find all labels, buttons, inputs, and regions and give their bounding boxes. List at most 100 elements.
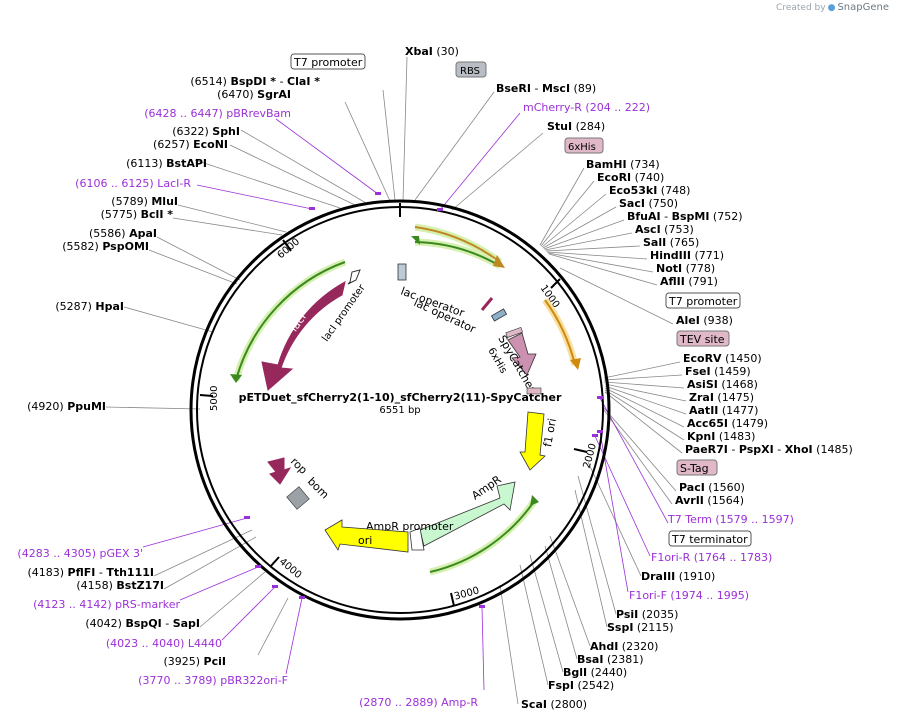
restriction-site-label: AflII (791) bbox=[660, 275, 718, 288]
lac-operator-box-1 bbox=[397, 263, 407, 281]
leader-line bbox=[179, 566, 259, 601]
ruler-ticks bbox=[199, 203, 588, 607]
primer-binding-mark bbox=[244, 516, 250, 519]
leader-line bbox=[547, 252, 654, 273]
lac-operator-box-2 bbox=[490, 308, 508, 322]
lac-operator-small-arrow bbox=[480, 297, 494, 311]
restriction-site-label: FspI (2542) bbox=[548, 679, 614, 692]
restriction-site-label: AvrII (1564) bbox=[675, 494, 744, 507]
leader-line bbox=[604, 389, 685, 441]
leader-line bbox=[229, 144, 356, 206]
restriction-site-label: EcoRV (1450) bbox=[683, 352, 762, 365]
bom-label: bom bbox=[305, 475, 331, 501]
leader-line bbox=[548, 253, 658, 286]
restriction-site-label: (5582) PspOMI bbox=[62, 240, 149, 253]
restriction-site-label: Eco53kI (748) bbox=[609, 184, 690, 197]
restriction-site-label: BamHI (734) bbox=[586, 158, 660, 171]
leader-line bbox=[544, 545, 578, 660]
restriction-site-label: AleI (938) bbox=[676, 314, 733, 327]
tick-4000: 4000 bbox=[277, 556, 304, 581]
laci-promoter-label: lacI promoter bbox=[320, 282, 368, 344]
leader-line bbox=[543, 219, 625, 250]
his6-small-box bbox=[505, 326, 523, 338]
restriction-site-label: BsaI (2381) bbox=[577, 653, 644, 666]
restriction-site-label: BseRI - MscI (89) bbox=[496, 82, 596, 95]
snapgene-credit: Created by ● SnapGene bbox=[776, 2, 889, 13]
f1-ori-arrow bbox=[519, 411, 546, 471]
leader-line bbox=[439, 112, 521, 211]
primer-label: (6428 .. 6447) pBRrevBam bbox=[144, 107, 291, 120]
leader-line bbox=[603, 374, 683, 381]
restriction-site-label: ZraI (1475) bbox=[689, 391, 754, 404]
leader-line bbox=[402, 56, 408, 202]
laci-arrow bbox=[261, 281, 346, 391]
t7-promoter-top-label: T7 promoter bbox=[293, 56, 363, 69]
restriction-site-label: KpnI (1483) bbox=[687, 430, 755, 443]
primer-label: F1ori-F (1974 .. 1995) bbox=[629, 589, 749, 602]
tick-5000: 5000 bbox=[209, 386, 220, 411]
leader-line bbox=[194, 159, 341, 209]
leader-line bbox=[539, 167, 585, 246]
leader-line bbox=[382, 89, 396, 201]
restriction-site-label: (6514) BspDI * - ClaI * bbox=[190, 75, 320, 88]
rbs-label: RBS bbox=[460, 66, 480, 77]
laci-promoter-arrow bbox=[347, 269, 361, 285]
leader-line bbox=[105, 406, 201, 410]
tick-2000: 2000 bbox=[582, 442, 599, 469]
leader-lines bbox=[105, 56, 687, 705]
primer-binding-mark bbox=[255, 565, 261, 568]
green-orf-arrowhead-top bbox=[411, 236, 420, 245]
leader-line bbox=[603, 407, 677, 492]
leader-line bbox=[519, 564, 549, 686]
primer-label: (4283 .. 4305) pGEX 3' bbox=[17, 547, 143, 560]
restriction-site-label: (4920) PpuMI bbox=[27, 400, 106, 413]
leader-line bbox=[604, 387, 685, 428]
leader-line bbox=[199, 571, 266, 628]
bom-box bbox=[286, 486, 310, 510]
leader-line bbox=[148, 249, 238, 285]
rop-label: rop bbox=[288, 455, 310, 477]
restriction-site-label: FseI (1459) bbox=[685, 365, 751, 378]
restriction-site-label: (6257) EcoNI bbox=[153, 138, 228, 151]
leader-line bbox=[285, 597, 303, 675]
restriction-site-label: AsiSI (1468) bbox=[687, 378, 758, 391]
primer-binding-mark bbox=[272, 585, 278, 588]
leader-line bbox=[177, 204, 287, 233]
restriction-site-label: (4158) BstZ17I bbox=[76, 579, 164, 592]
restriction-site-label: PaeR7I - PspXI - XhoI (1485) bbox=[685, 443, 853, 456]
credit-prefix: Created by bbox=[776, 2, 826, 13]
leader-line bbox=[604, 383, 687, 402]
restriction-site-label: StuI (284) bbox=[547, 120, 605, 133]
restriction-site-label: (6470) SgrAI bbox=[217, 88, 291, 101]
t7-terminator-label: T7 terminator bbox=[671, 533, 748, 546]
leader-line bbox=[603, 361, 681, 379]
restriction-site-label: (5789) MluI bbox=[111, 195, 178, 208]
leader-line bbox=[196, 184, 313, 210]
restriction-site-label: AscI (753) bbox=[635, 223, 694, 236]
leader-line bbox=[142, 517, 248, 548]
leader-line bbox=[275, 118, 379, 195]
primer-binding-mark bbox=[597, 396, 603, 399]
primer-binding-mark bbox=[309, 207, 315, 210]
ampr-promoter-arrow bbox=[409, 527, 425, 551]
primer-binding-mark bbox=[437, 208, 443, 211]
primer-label: (3770 .. 3789) pBR322ori-F bbox=[138, 674, 288, 687]
ampr-promoter-label: AmpR promoter bbox=[366, 520, 454, 533]
ampr-arrow bbox=[419, 481, 516, 547]
primer-label: (6106 .. 6125) LacI-R bbox=[75, 177, 191, 190]
s-tag-label: S-Tag bbox=[680, 462, 709, 475]
restriction-site-label: BfuAI - BspMI (752) bbox=[627, 210, 743, 223]
leader-line bbox=[574, 489, 608, 628]
leader-line bbox=[414, 91, 495, 201]
leader-line bbox=[604, 391, 683, 454]
restriction-site-label: PsiI (2035) bbox=[616, 608, 678, 621]
plasmid-size: 6551 bp bbox=[379, 405, 420, 416]
leader-line bbox=[545, 245, 641, 252]
restriction-site-label: (5287) HpaI bbox=[55, 300, 124, 313]
backbone-outer bbox=[189, 199, 611, 621]
primer-binding-mark bbox=[479, 605, 485, 608]
restriction-site-label: (3925) PciI bbox=[163, 655, 226, 668]
leader-line bbox=[344, 101, 391, 202]
green-orf-arrowhead-left bbox=[230, 374, 242, 383]
spycatcher-arrow bbox=[507, 332, 537, 376]
